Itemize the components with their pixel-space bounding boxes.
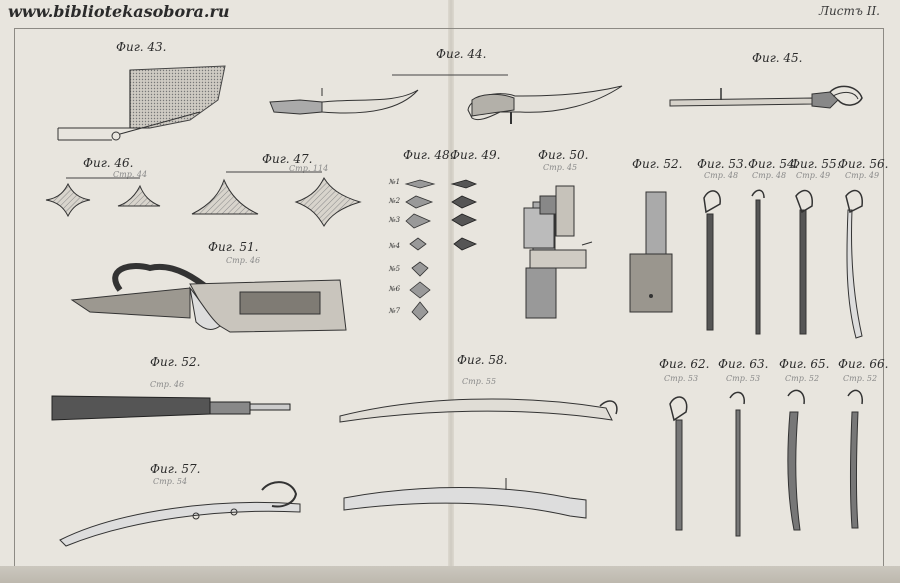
fig-52-label-top: Фиг. 52. xyxy=(632,157,683,171)
fig-62-label: Фиг. 62. xyxy=(659,357,710,371)
fig-48-row-3: №3 xyxy=(389,216,401,224)
fig-55-ref: Стр. 49 xyxy=(796,171,831,180)
fig-47-drawing xyxy=(191,171,362,227)
sheet-number: Листъ II. xyxy=(819,4,880,18)
fig-48-row-5: №5 xyxy=(389,265,401,273)
fig-57-ref: Стр. 54 xyxy=(153,477,188,486)
fig-56-label: Фиг. 56. xyxy=(838,157,889,171)
fig-47-ref: Стр. 114 xyxy=(289,164,329,173)
fig-47-label: Фиг. 47. xyxy=(262,152,313,166)
fig-51-label: Фиг. 51. xyxy=(208,240,259,254)
fig-48-49-drawing xyxy=(404,179,478,321)
fig-66-ref: Стр. 52 xyxy=(843,374,878,383)
fig-65-label: Фиг. 65. xyxy=(779,357,830,371)
fig-44-label: Фиг. 44. xyxy=(436,47,487,61)
fig-54-label: Фиг. 54. xyxy=(748,157,799,171)
fig-58-drawing xyxy=(339,398,618,519)
fig-48-row-4: №4 xyxy=(389,242,401,250)
fig-58-ref: Стр. 55 xyxy=(462,377,497,386)
fig-46-drawing xyxy=(45,177,161,218)
fig-50-ref: Стр. 45 xyxy=(543,163,578,172)
fig-48-row-7: №7 xyxy=(389,307,401,315)
fig-65-ref: Стр. 52 xyxy=(785,374,820,383)
fig-46-label: Фиг. 46. xyxy=(83,156,134,170)
fig-52-bottom-drawing xyxy=(51,395,291,421)
fig-53-label: Фиг. 53. xyxy=(697,157,748,171)
fig-66-label: Фиг. 66. xyxy=(838,357,889,371)
fig-48-row-6: №6 xyxy=(389,285,401,293)
fig-58-label: Фиг. 58. xyxy=(457,353,508,367)
fig-45-label: Фиг. 45. xyxy=(752,51,803,65)
fig-51-ref: Стр. 46 xyxy=(226,256,261,265)
fig-48-label: Фиг. 48. xyxy=(403,148,454,162)
fig-62-66-drawing xyxy=(669,389,863,537)
fig-53-ref: Стр. 48 xyxy=(704,171,739,180)
fig-52-ref: Стр. 46 xyxy=(150,380,185,389)
fig-62-ref: Стр. 53 xyxy=(664,374,699,383)
fig-50-label: Фиг. 50. xyxy=(538,148,589,162)
fig-43-label: Фиг. 43. xyxy=(116,40,167,54)
fig-48-row-2: №2 xyxy=(389,197,401,205)
fig-46-ref: Стр. 44 xyxy=(113,170,148,179)
fig-54-ref: Стр. 48 xyxy=(752,171,787,180)
page-fold xyxy=(448,0,454,583)
fig-49-label: Фиг. 49. xyxy=(450,148,501,162)
fig-43-drawing xyxy=(57,65,226,141)
fig-50-drawing xyxy=(523,185,593,319)
fig-45-drawing xyxy=(669,85,863,109)
bottom-edge xyxy=(0,566,900,583)
fig-44-drawing xyxy=(269,74,623,124)
watermark-url[interactable]: www.bibliotekasobora.ru xyxy=(8,2,230,21)
fig-48-row-1: №1 xyxy=(389,178,401,186)
fig-63-ref: Стр. 53 xyxy=(726,374,761,383)
fig-52-label-bottom: Фиг. 52. xyxy=(150,355,201,369)
fig-63-label: Фиг. 63. xyxy=(718,357,769,371)
fig-56-ref: Стр. 49 xyxy=(845,171,880,180)
fig-55-label: Фиг. 55. xyxy=(790,157,841,171)
fig-51-drawing xyxy=(70,263,347,333)
fig-52-top-drawing xyxy=(629,191,673,313)
fig-53-56-drawing xyxy=(703,189,863,339)
fig-57-drawing xyxy=(59,481,301,547)
fig-57-label: Фиг. 57. xyxy=(150,462,201,476)
